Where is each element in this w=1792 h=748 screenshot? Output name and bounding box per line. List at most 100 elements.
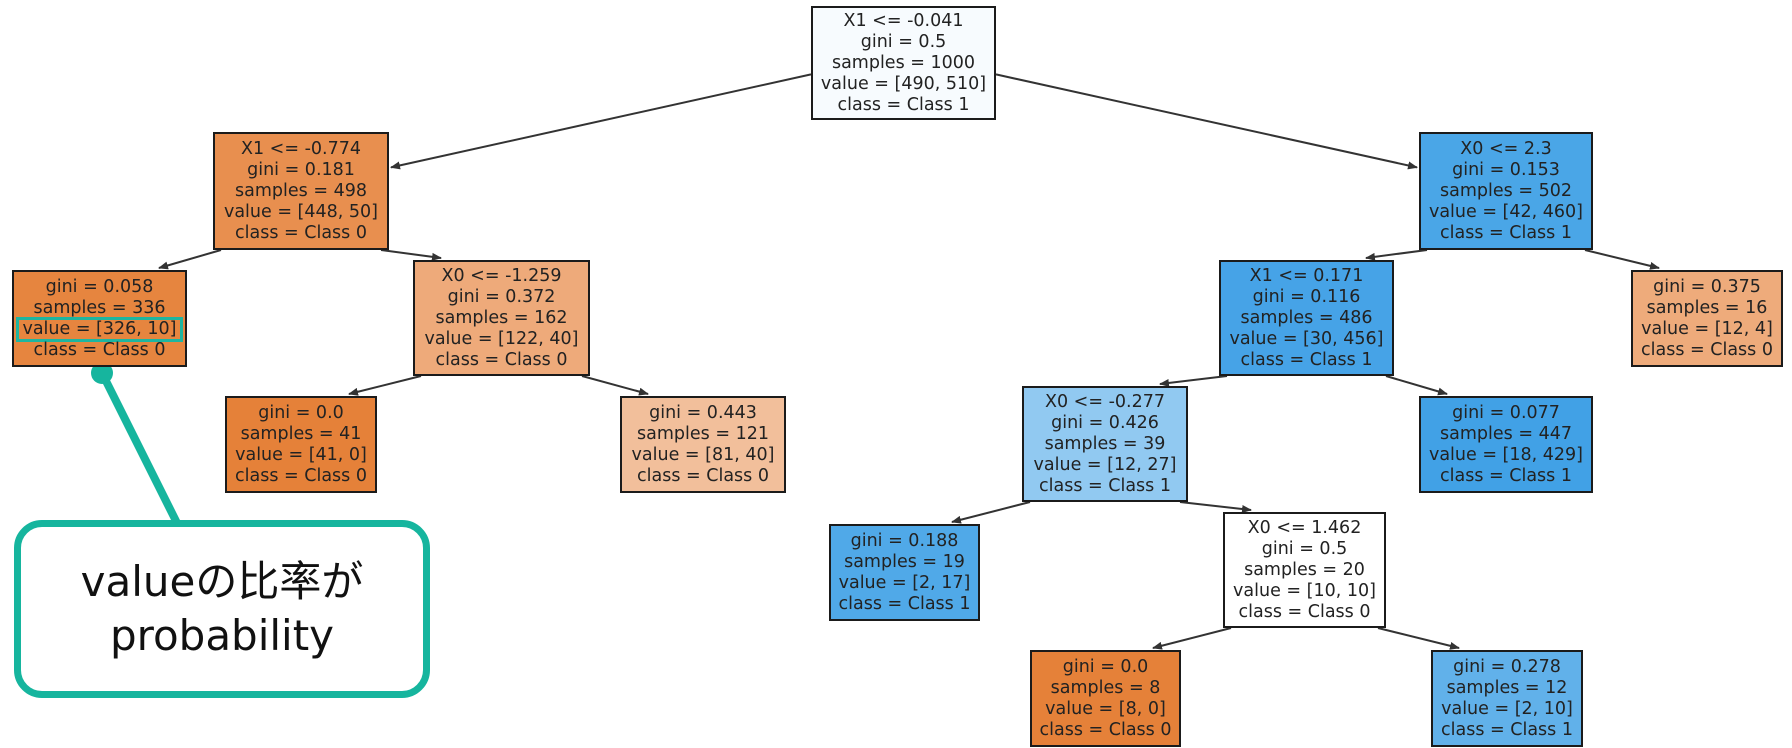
node-text-line: gini = 0.372: [447, 286, 556, 307]
edge-n2l-n2ll: [1159, 375, 1228, 387]
node-text-line: gini = 0.278: [1453, 656, 1561, 677]
node-text-line: gini = 0.077: [1452, 402, 1560, 423]
node-text-line: gini = 0.375: [1653, 276, 1761, 297]
edge-n1r-n1rr: [581, 375, 649, 396]
node-text-line: class = Class 1: [838, 593, 971, 614]
node-text-line: samples = 39: [1044, 433, 1166, 454]
node-text-line: class = Class 1: [837, 94, 970, 115]
edge-n2-n2r: [1584, 249, 1660, 270]
node-text-line: X0 <= -1.259: [441, 265, 562, 286]
node-text-line: samples = 336: [33, 297, 166, 318]
node-text-line: samples = 41: [240, 423, 362, 444]
edge-layer: [158, 73, 1660, 650]
node-text-line: gini = 0.153: [1452, 159, 1560, 180]
node-text-line: value = [30, 456]: [1229, 328, 1384, 349]
node-text-line: value = [42, 460]: [1428, 201, 1584, 222]
edge-root-n1: [390, 73, 812, 170]
node-text-line: class = Class 1: [1240, 349, 1373, 370]
edge-n2-n2l: [1365, 249, 1428, 261]
node-text-line: value = [41, 0]: [235, 444, 367, 465]
node-text-line: gini = 0.0: [1062, 656, 1149, 677]
node-text-line: samples = 162: [435, 307, 568, 328]
node-text-line: class = Class 0: [435, 349, 568, 370]
edge-n1r-n1rl: [348, 375, 422, 396]
node-text-line: samples = 8: [1050, 677, 1161, 698]
edge-n2llr-n2llrl: [1152, 627, 1232, 650]
node-text-line: gini = 0.116: [1252, 286, 1361, 307]
edge-n2ll-n2lll: [951, 501, 1031, 524]
node-text-line: samples = 121: [637, 423, 769, 444]
edge-n2ll-n2llr: [1179, 501, 1252, 513]
callout-text-line-1: valueの比率が: [80, 557, 364, 606]
node-text-line: X1 <= -0.774: [241, 138, 361, 159]
edge-n2l-n2lr: [1385, 375, 1448, 396]
node-text-line: class = Class 1: [1440, 222, 1572, 243]
node-text-line: X1 <= -0.041: [843, 10, 964, 31]
edge-n2llr-n2llrr: [1377, 627, 1460, 650]
node-text-line: gini = 0.188: [850, 530, 959, 551]
node-text-line: value = [10, 10]: [1233, 580, 1376, 601]
node-text-line: class = Class 1: [1039, 475, 1171, 496]
node-text-line: value = [2, 10]: [1441, 698, 1573, 719]
node-text-line: value = [12, 4]: [1641, 318, 1773, 339]
node-text-line: value = [2, 17]: [838, 572, 971, 593]
node-text-line: gini = 0.181: [247, 159, 355, 180]
node-text-line: samples = 447: [1440, 423, 1572, 444]
node-text-line: class = Class 1: [1440, 465, 1572, 486]
node-text-line: value = [448, 50]: [223, 201, 379, 222]
node-text-line: value = [326, 10]: [16, 316, 183, 342]
node-text-line: samples = 1000: [831, 52, 976, 73]
node-text-line: class = Class 1: [1441, 719, 1573, 740]
node-text-line: value = [8, 0]: [1045, 698, 1166, 719]
node-text-line: X0 <= 2.3: [1460, 138, 1552, 159]
node-text-line: gini = 0.443: [649, 402, 757, 423]
node-text-line: value = [18, 429]: [1428, 444, 1584, 465]
edge-n1-n1r: [380, 249, 442, 261]
callout-pointer-dot: [91, 362, 113, 384]
callout-box: valueの比率が probability: [14, 520, 430, 698]
callout-pointer: [91, 362, 181, 527]
node-text-line: value = [122, 40]: [424, 328, 579, 349]
node-text-line: value = [12, 27]: [1033, 454, 1177, 475]
node-text-line: class = Class 0: [33, 339, 166, 360]
node-text-line: samples = 486: [1240, 307, 1373, 328]
node-text-line: class = Class 0: [1641, 339, 1773, 360]
node-text-line: class = Class 0: [637, 465, 769, 486]
node-text-line: samples = 16: [1646, 297, 1768, 318]
node-text-line: class = Class 0: [1238, 601, 1371, 622]
node-text-line: value = [81, 40]: [631, 444, 775, 465]
node-text-line: X1 <= 0.171: [1249, 265, 1364, 286]
node-text-line: samples = 20: [1244, 559, 1365, 580]
node-text-line: gini = 0.5: [860, 31, 947, 52]
edge-root-n2: [995, 73, 1418, 170]
node-text-line: gini = 0.058: [45, 276, 154, 297]
node-text-line: samples = 502: [1440, 180, 1572, 201]
node-text-line: value = [490, 510]: [820, 73, 987, 94]
node-text-line: X0 <= 1.462: [1247, 517, 1362, 538]
node-text-line: class = Class 0: [1039, 719, 1172, 740]
callout-text-line-2: probability: [109, 611, 335, 660]
callout-pointer-line: [98, 369, 181, 527]
node-text-line: samples = 19: [844, 551, 965, 572]
node-text-line: samples = 498: [235, 180, 367, 201]
edge-n1-n1l: [158, 249, 222, 270]
node-text-line: class = Class 0: [235, 465, 367, 486]
node-text-line: class = Class 0: [235, 222, 367, 243]
